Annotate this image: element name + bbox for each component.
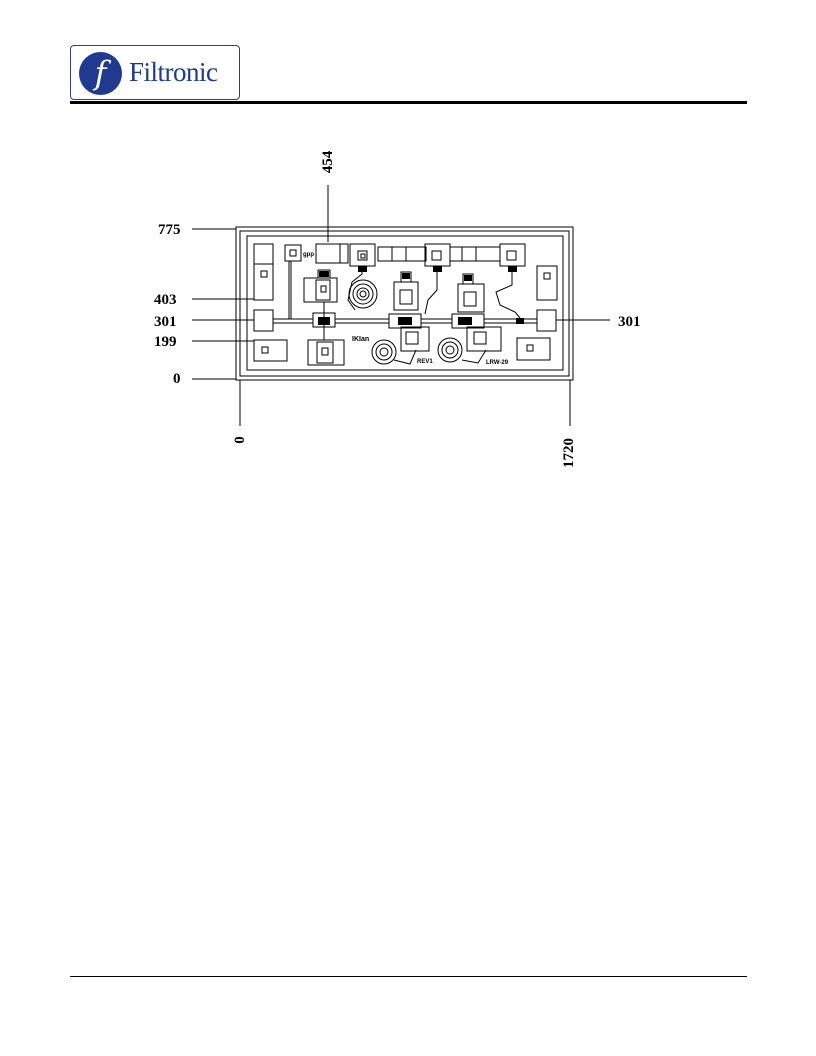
bond-pad <box>253 243 274 265</box>
bond-pad <box>253 263 274 301</box>
dim-left-301: 301 <box>154 314 177 330</box>
die-marking: REV1 <box>417 359 433 365</box>
bond-pad <box>516 337 551 361</box>
dim-left-403: 403 <box>154 292 177 308</box>
capacitor <box>400 326 430 352</box>
capacitor <box>466 326 502 352</box>
dim-left-775: 775 <box>158 222 181 238</box>
rf-out-pad <box>536 309 557 332</box>
bond-pad <box>499 243 526 267</box>
spiral-inductor <box>371 339 397 365</box>
spiral-inductor <box>437 337 463 363</box>
dim-right-301: 301 <box>618 314 641 330</box>
header-rule <box>70 101 747 104</box>
bond-pad <box>424 243 451 267</box>
die-active-area <box>246 235 564 371</box>
capacitor <box>457 283 485 313</box>
dim-left-0: 0 <box>173 371 181 387</box>
brand-name: Filtronic <box>129 57 218 87</box>
transistor <box>451 313 485 329</box>
bond-pad <box>284 244 302 262</box>
bond-pad <box>349 243 376 267</box>
die-outline <box>235 226 574 381</box>
die-inner-outline <box>239 230 570 377</box>
capacitor <box>393 281 419 311</box>
rf-in-pad <box>253 309 274 332</box>
transistor <box>388 313 422 329</box>
logo-glyph: f <box>94 54 107 92</box>
bond-pad <box>536 265 558 301</box>
die-marking: LRW-29 <box>486 360 509 366</box>
dim-left-199: 199 <box>154 334 177 350</box>
footer-rule <box>70 976 747 977</box>
capacitor <box>307 339 345 366</box>
filtronic-logo-icon: f <box>79 52 122 95</box>
bond-pad <box>253 339 288 362</box>
die-marking: IKIan <box>352 336 369 343</box>
die-marking: gpp <box>303 252 314 258</box>
filtronic-logo: f Filtronic <box>70 45 240 100</box>
